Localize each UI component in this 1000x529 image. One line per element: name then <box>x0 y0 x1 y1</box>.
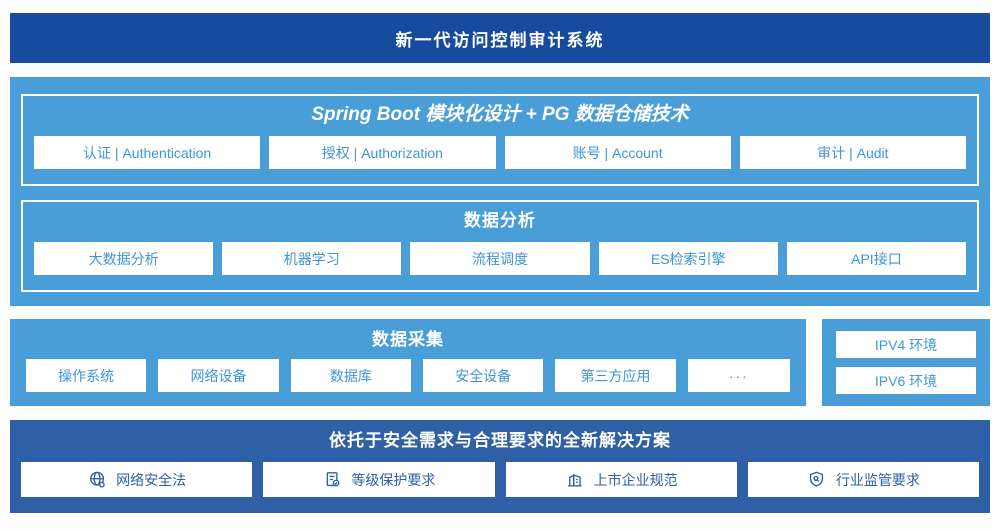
collection-module-row: 操作系统 网络设备 数据库 安全设备 第三方应用 ··· <box>26 359 791 392</box>
module-authorization: 授权 | Authorization <box>269 136 496 169</box>
globe-icon <box>87 470 107 490</box>
source-database: 数据库 <box>290 359 412 392</box>
analysis-layer: 数据分析 大数据分析 机器学习 流程调度 ES检索引擎 API接口 <box>21 200 979 292</box>
solution-title: 依托于安全需求与合理要求的全新解决方案 <box>329 431 671 450</box>
collection-row: 数据采集 操作系统 网络设备 数据库 安全设备 第三方应用 ··· IPV4 环… <box>10 319 990 406</box>
solution-industry-regulation: 行业监管要求 <box>747 462 979 497</box>
module-api-interface: API接口 <box>786 242 967 275</box>
source-third-party-app: 第三方应用 <box>555 359 676 392</box>
solution-item-label: 行业监管要求 <box>835 471 920 488</box>
module-bigdata-analysis: 大数据分析 <box>34 242 214 275</box>
module-flow-scheduling: 流程调度 <box>410 242 590 275</box>
analysis-layer-title: 数据分析 <box>464 211 536 230</box>
platform-section: Spring Boot 模块化设计 + PG 数据仓储技术 认证 | Authe… <box>10 77 990 306</box>
analysis-module-row: 大数据分析 机器学习 流程调度 ES检索引擎 API接口 <box>34 242 967 275</box>
solution-section: 依托于安全需求与合理要求的全新解决方案 网络安全法 <box>10 420 990 513</box>
module-audit: 审计 | Audit <box>739 136 966 169</box>
module-account: 账号 | Account <box>504 136 731 169</box>
source-security-device: 安全设备 <box>423 359 544 392</box>
platform-layer-title: Spring Boot 模块化设计 + PG 数据仓储技术 <box>311 104 689 125</box>
source-operating-system: 操作系统 <box>26 359 147 392</box>
env-ipv4: IPV4 环境 <box>836 331 976 358</box>
solution-item-label: 上市企业规范 <box>593 471 678 488</box>
platform-layer: Spring Boot 模块化设计 + PG 数据仓储技术 认证 | Authe… <box>21 94 979 186</box>
env-ipv6: IPV6 环境 <box>836 367 976 394</box>
module-machine-learning: 机器学习 <box>222 242 402 275</box>
system-title-banner: 新一代访问控制审计系统 <box>10 13 990 63</box>
checklist-check-icon <box>322 470 342 490</box>
collection-section: 数据采集 操作系统 网络设备 数据库 安全设备 第三方应用 ··· <box>10 319 806 406</box>
source-network-device: 网络设备 <box>158 359 279 392</box>
collection-title: 数据采集 <box>372 330 444 349</box>
module-authentication: 认证 | Authentication <box>34 136 261 169</box>
module-es-search-engine: ES检索引擎 <box>598 242 778 275</box>
solution-item-label: 等级保护要求 <box>351 471 436 488</box>
source-ellipsis: ··· <box>687 359 791 392</box>
environment-section: IPV4 环境 IPV6 环境 <box>822 319 990 406</box>
system-title: 新一代访问控制审计系统 <box>395 30 605 50</box>
solution-listed-company: 上市企业规范 <box>505 462 737 497</box>
solution-item-label: 网络安全法 <box>116 471 187 488</box>
platform-module-row: 认证 | Authentication 授权 | Authorization 账… <box>34 136 966 169</box>
solution-item-row: 网络安全法 等级保护要求 <box>21 462 979 497</box>
buildings-icon <box>565 470 585 490</box>
solution-cybersecurity-law: 网络安全法 <box>21 462 253 497</box>
solution-classified-protection: 等级保护要求 <box>263 462 495 497</box>
diagram-root: 新一代访问控制审计系统 Spring Boot 模块化设计 + PG 数据仓储技… <box>10 13 990 513</box>
shield-search-icon <box>807 470 827 490</box>
